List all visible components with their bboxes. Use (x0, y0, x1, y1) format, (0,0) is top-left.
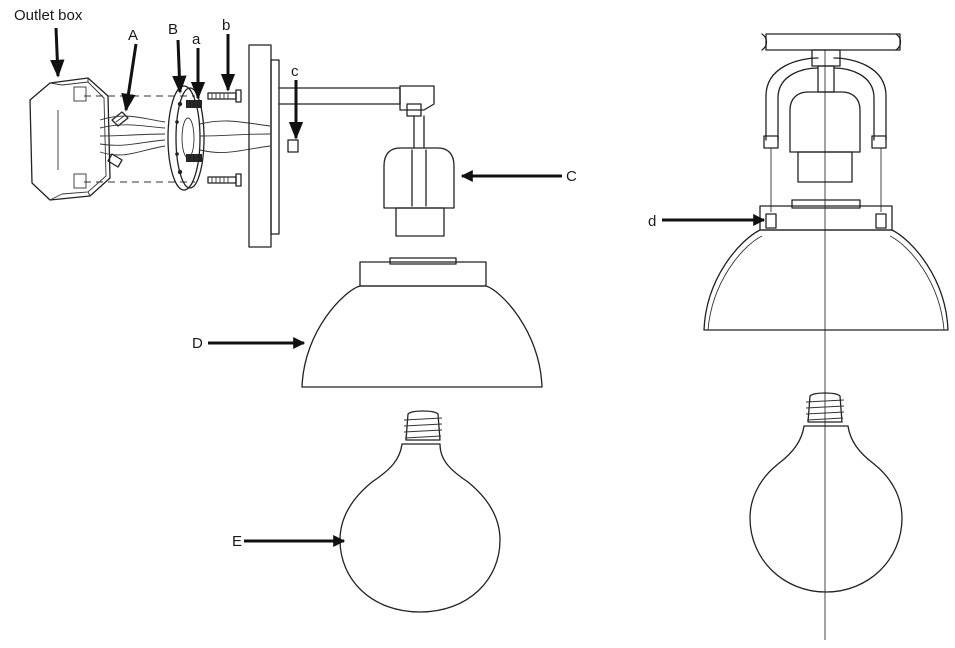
mounting-screw-long (207, 89, 242, 187)
light-bulb (339, 410, 501, 613)
label-d: d (648, 213, 656, 230)
fixture-wire (199, 120, 271, 127)
label-D: D (192, 335, 203, 352)
assembled-bulb (749, 392, 903, 593)
lamp-socket (383, 147, 455, 237)
fixture-wire (199, 133, 271, 137)
lamp-shade (301, 257, 543, 388)
connector-leader (121, 43, 138, 112)
label-c: c (291, 63, 299, 80)
label-C: C (566, 168, 577, 185)
label-B: B (168, 21, 178, 38)
outlet-box-leader (50, 27, 65, 78)
label-outlet-box: Outlet box (14, 7, 83, 24)
wire-connector (107, 111, 129, 168)
ceiling-support (761, 33, 902, 51)
outlet-box (29, 77, 111, 201)
mounting-screw-short (186, 100, 202, 162)
assembled-socket (789, 91, 861, 183)
fixture-wire (199, 145, 271, 153)
shade-rods (770, 148, 882, 212)
callout-arrows (50, 27, 766, 547)
crossbar-leader (172, 39, 187, 94)
label-E: E (232, 533, 242, 550)
supply-wires (99, 115, 166, 156)
assembled-shade (703, 199, 949, 331)
wall-backplate (248, 44, 280, 248)
label-A: A (128, 27, 138, 44)
label-a: a (192, 31, 201, 48)
label-b: b (222, 17, 230, 34)
fixture-arm (278, 85, 435, 153)
